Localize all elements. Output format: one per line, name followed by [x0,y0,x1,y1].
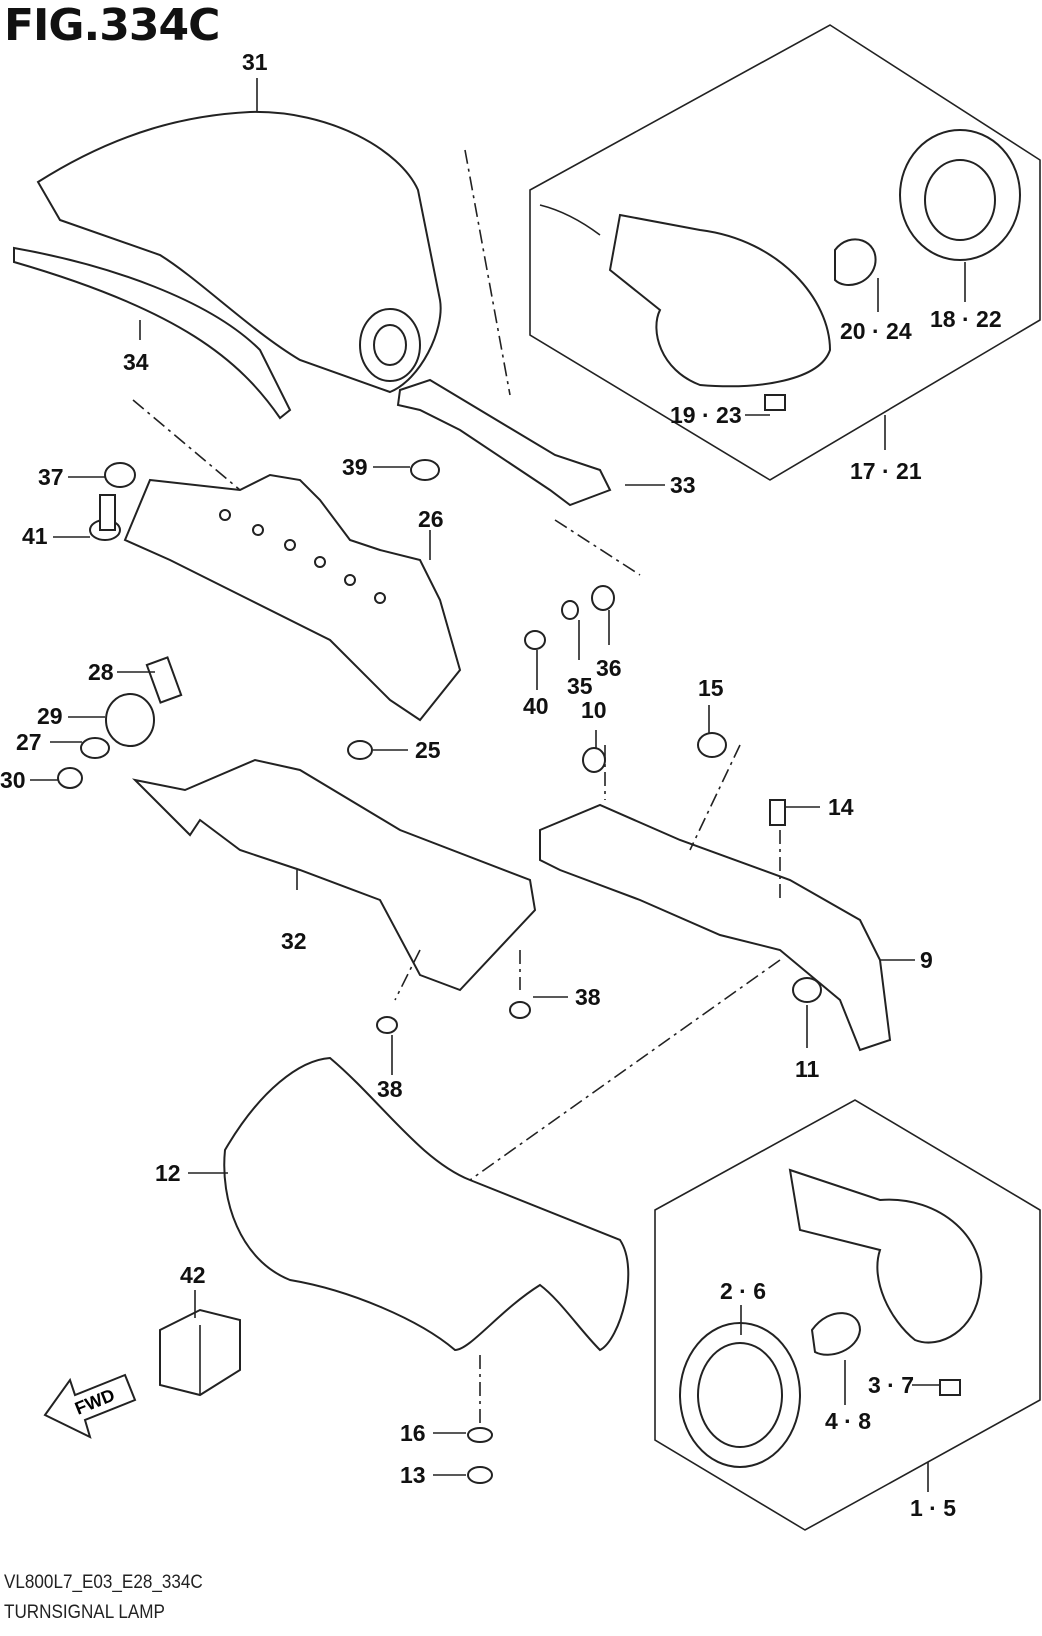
callout-2-6: 2 · 6 [720,1278,767,1304]
callout-25: 25 [415,737,441,763]
part-31-rear-cover [36,110,442,394]
callout-13: 13 [400,1462,426,1488]
callout-28: 28 [88,659,114,685]
callout-38-left: 38 [377,1076,403,1102]
callout-40: 40 [523,693,549,719]
callout-35: 35 [567,673,593,699]
callout-32: 32 [281,928,307,954]
callout-42: 42 [180,1262,206,1288]
small-hardware [57,459,822,1484]
callout-1-5: 1 · 5 [910,1495,957,1521]
callout-34: 34 [123,349,149,375]
callout-10: 10 [581,697,607,723]
callout-11: 11 [795,1056,820,1082]
assembly-box-17-21 [529,24,1041,481]
callout-19-23: 19 · 23 [670,402,742,428]
figure-title: FIG.334C [4,0,220,51]
part-17-21-turnsignal-upper [539,129,1021,411]
callout-4-8: 4 · 8 [825,1408,872,1434]
figure-name: TURNSIGNAL LAMP [4,1602,165,1623]
callout-17-21: 17 · 21 [850,458,922,484]
assembly-box-1-5 [654,1099,1041,1531]
alignment-lines [132,149,781,1425]
callout-14: 14 [828,794,854,820]
part-33-bracket [396,378,612,507]
callout-30: 30 [0,767,26,793]
callout-29: 29 [37,703,63,729]
callout-18-22: 18 · 22 [930,306,1002,332]
callout-31: 31 [242,49,268,75]
callout-41: 41 [22,523,48,549]
part-32-mount-plate [131,758,537,992]
callout-37: 37 [38,464,64,490]
callout-15: 15 [698,675,724,701]
callout-38-right: 38 [575,984,601,1010]
part-26-lamp-bracket [123,473,462,722]
callout-39: 39 [342,454,368,480]
callout-9: 9 [920,947,933,973]
callout-26: 26 [418,506,444,532]
callout-12: 12 [155,1160,181,1186]
callout-3-7: 3 · 7 [868,1372,915,1398]
callout-16: 16 [400,1420,426,1446]
leader-lines [30,78,966,1492]
part-12-lower-cover [223,1056,630,1352]
callout-20-24: 20 · 24 [840,318,912,344]
part-42-relay [159,1308,241,1397]
callout-27: 27 [16,729,42,755]
callout-33: 33 [670,472,696,498]
fwd-direction-arrow: FWD [43,1373,137,1439]
part-9-bracket [539,803,892,1052]
part-1-5-turnsignal-lower [679,1168,983,1468]
callout-36: 36 [596,655,622,681]
part-34-reflector-strip [13,246,292,420]
figure-code: VL800L7_E03_E28_334C [4,1572,203,1593]
